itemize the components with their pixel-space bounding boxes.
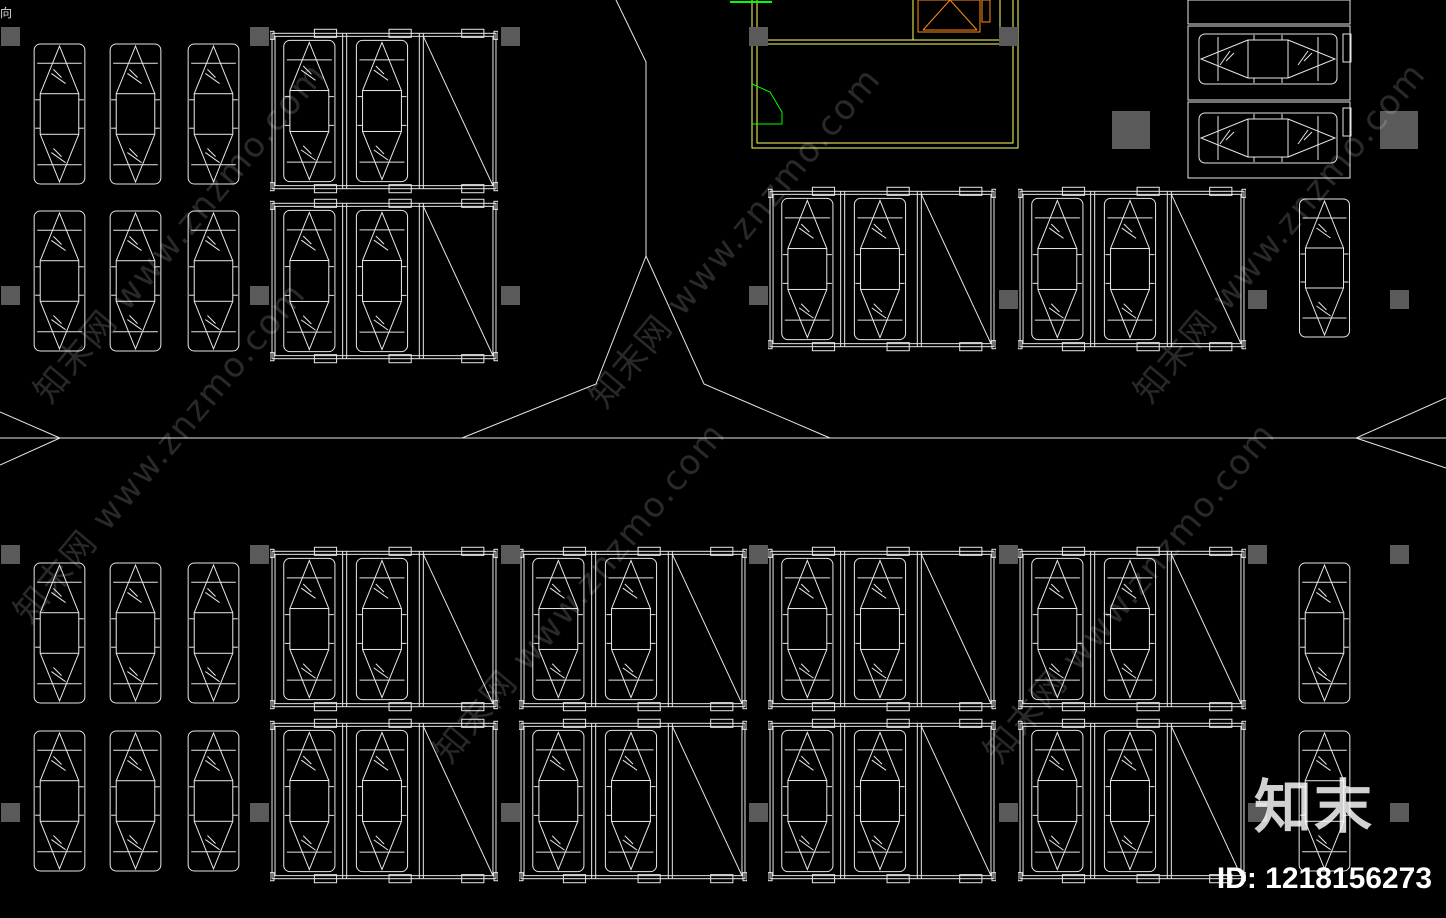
- watermark-id: ID: 1218156273: [1216, 862, 1432, 895]
- driveway-lines: [0, 0, 1446, 469]
- single-car-stalls-bottom-left: [33, 562, 240, 872]
- single-car-stalls-top-left: [33, 43, 240, 352]
- parking-racks-top-left: [270, 29, 498, 362]
- parking-racks-bottom: [270, 547, 1246, 882]
- parking-racks-top-middle: [768, 187, 1246, 350]
- stair-core: [730, 0, 1019, 149]
- structural-columns: [1, 27, 1418, 822]
- watermark-logo: 知末: [1253, 773, 1374, 841]
- corner-label: 向: [0, 6, 13, 20]
- single-car-top-right: [1298, 198, 1351, 338]
- horizontal-car-stalls-top-right: [1187, 0, 1352, 179]
